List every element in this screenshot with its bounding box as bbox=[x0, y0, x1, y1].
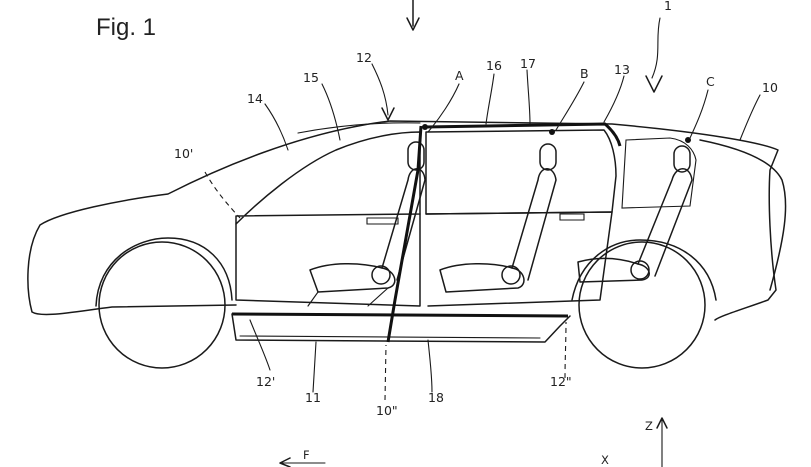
label-11: 11 bbox=[305, 390, 321, 405]
label-18: 18 bbox=[428, 390, 444, 405]
label-12: 12 bbox=[356, 50, 372, 65]
label-a: A bbox=[455, 68, 464, 83]
rear-wheel bbox=[571, 239, 717, 369]
label-10: 10 bbox=[762, 80, 778, 95]
label-12-prime: 12' bbox=[256, 374, 275, 389]
leader-lines bbox=[249, 17, 761, 393]
top-arrow bbox=[406, 0, 420, 31]
rear-door bbox=[425, 129, 617, 307]
axis-label-x: X bbox=[601, 453, 609, 467]
label-10-double-prime: 10" bbox=[376, 403, 398, 418]
label-1: 1 bbox=[664, 0, 672, 13]
ref-line-10doubleprime bbox=[384, 344, 387, 401]
label-12-double-prime: 12" bbox=[550, 374, 572, 389]
figure-title: Fig. 1 bbox=[96, 14, 156, 41]
label-b: B bbox=[580, 66, 589, 81]
coordinate-axes: Z X F bbox=[279, 417, 668, 467]
ref-line-12doubleprime bbox=[564, 321, 567, 379]
rear-seat bbox=[577, 145, 693, 283]
middle-seat bbox=[439, 143, 557, 293]
ref-line-10prime bbox=[204, 171, 241, 219]
axis-label-z: Z bbox=[645, 419, 653, 433]
label-13: 13 bbox=[614, 62, 630, 77]
pillar-markers bbox=[386, 124, 691, 343]
front-seat bbox=[307, 141, 426, 307]
label-17: 17 bbox=[520, 56, 536, 71]
label-16: 16 bbox=[486, 58, 502, 73]
label-14: 14 bbox=[247, 91, 263, 106]
axis-label-f: F bbox=[303, 448, 310, 462]
label-15: 15 bbox=[303, 70, 319, 85]
label-10-prime: 10' bbox=[174, 146, 193, 161]
front-door bbox=[235, 131, 421, 307]
front-wheel bbox=[95, 237, 233, 369]
label-c: C bbox=[706, 74, 715, 89]
